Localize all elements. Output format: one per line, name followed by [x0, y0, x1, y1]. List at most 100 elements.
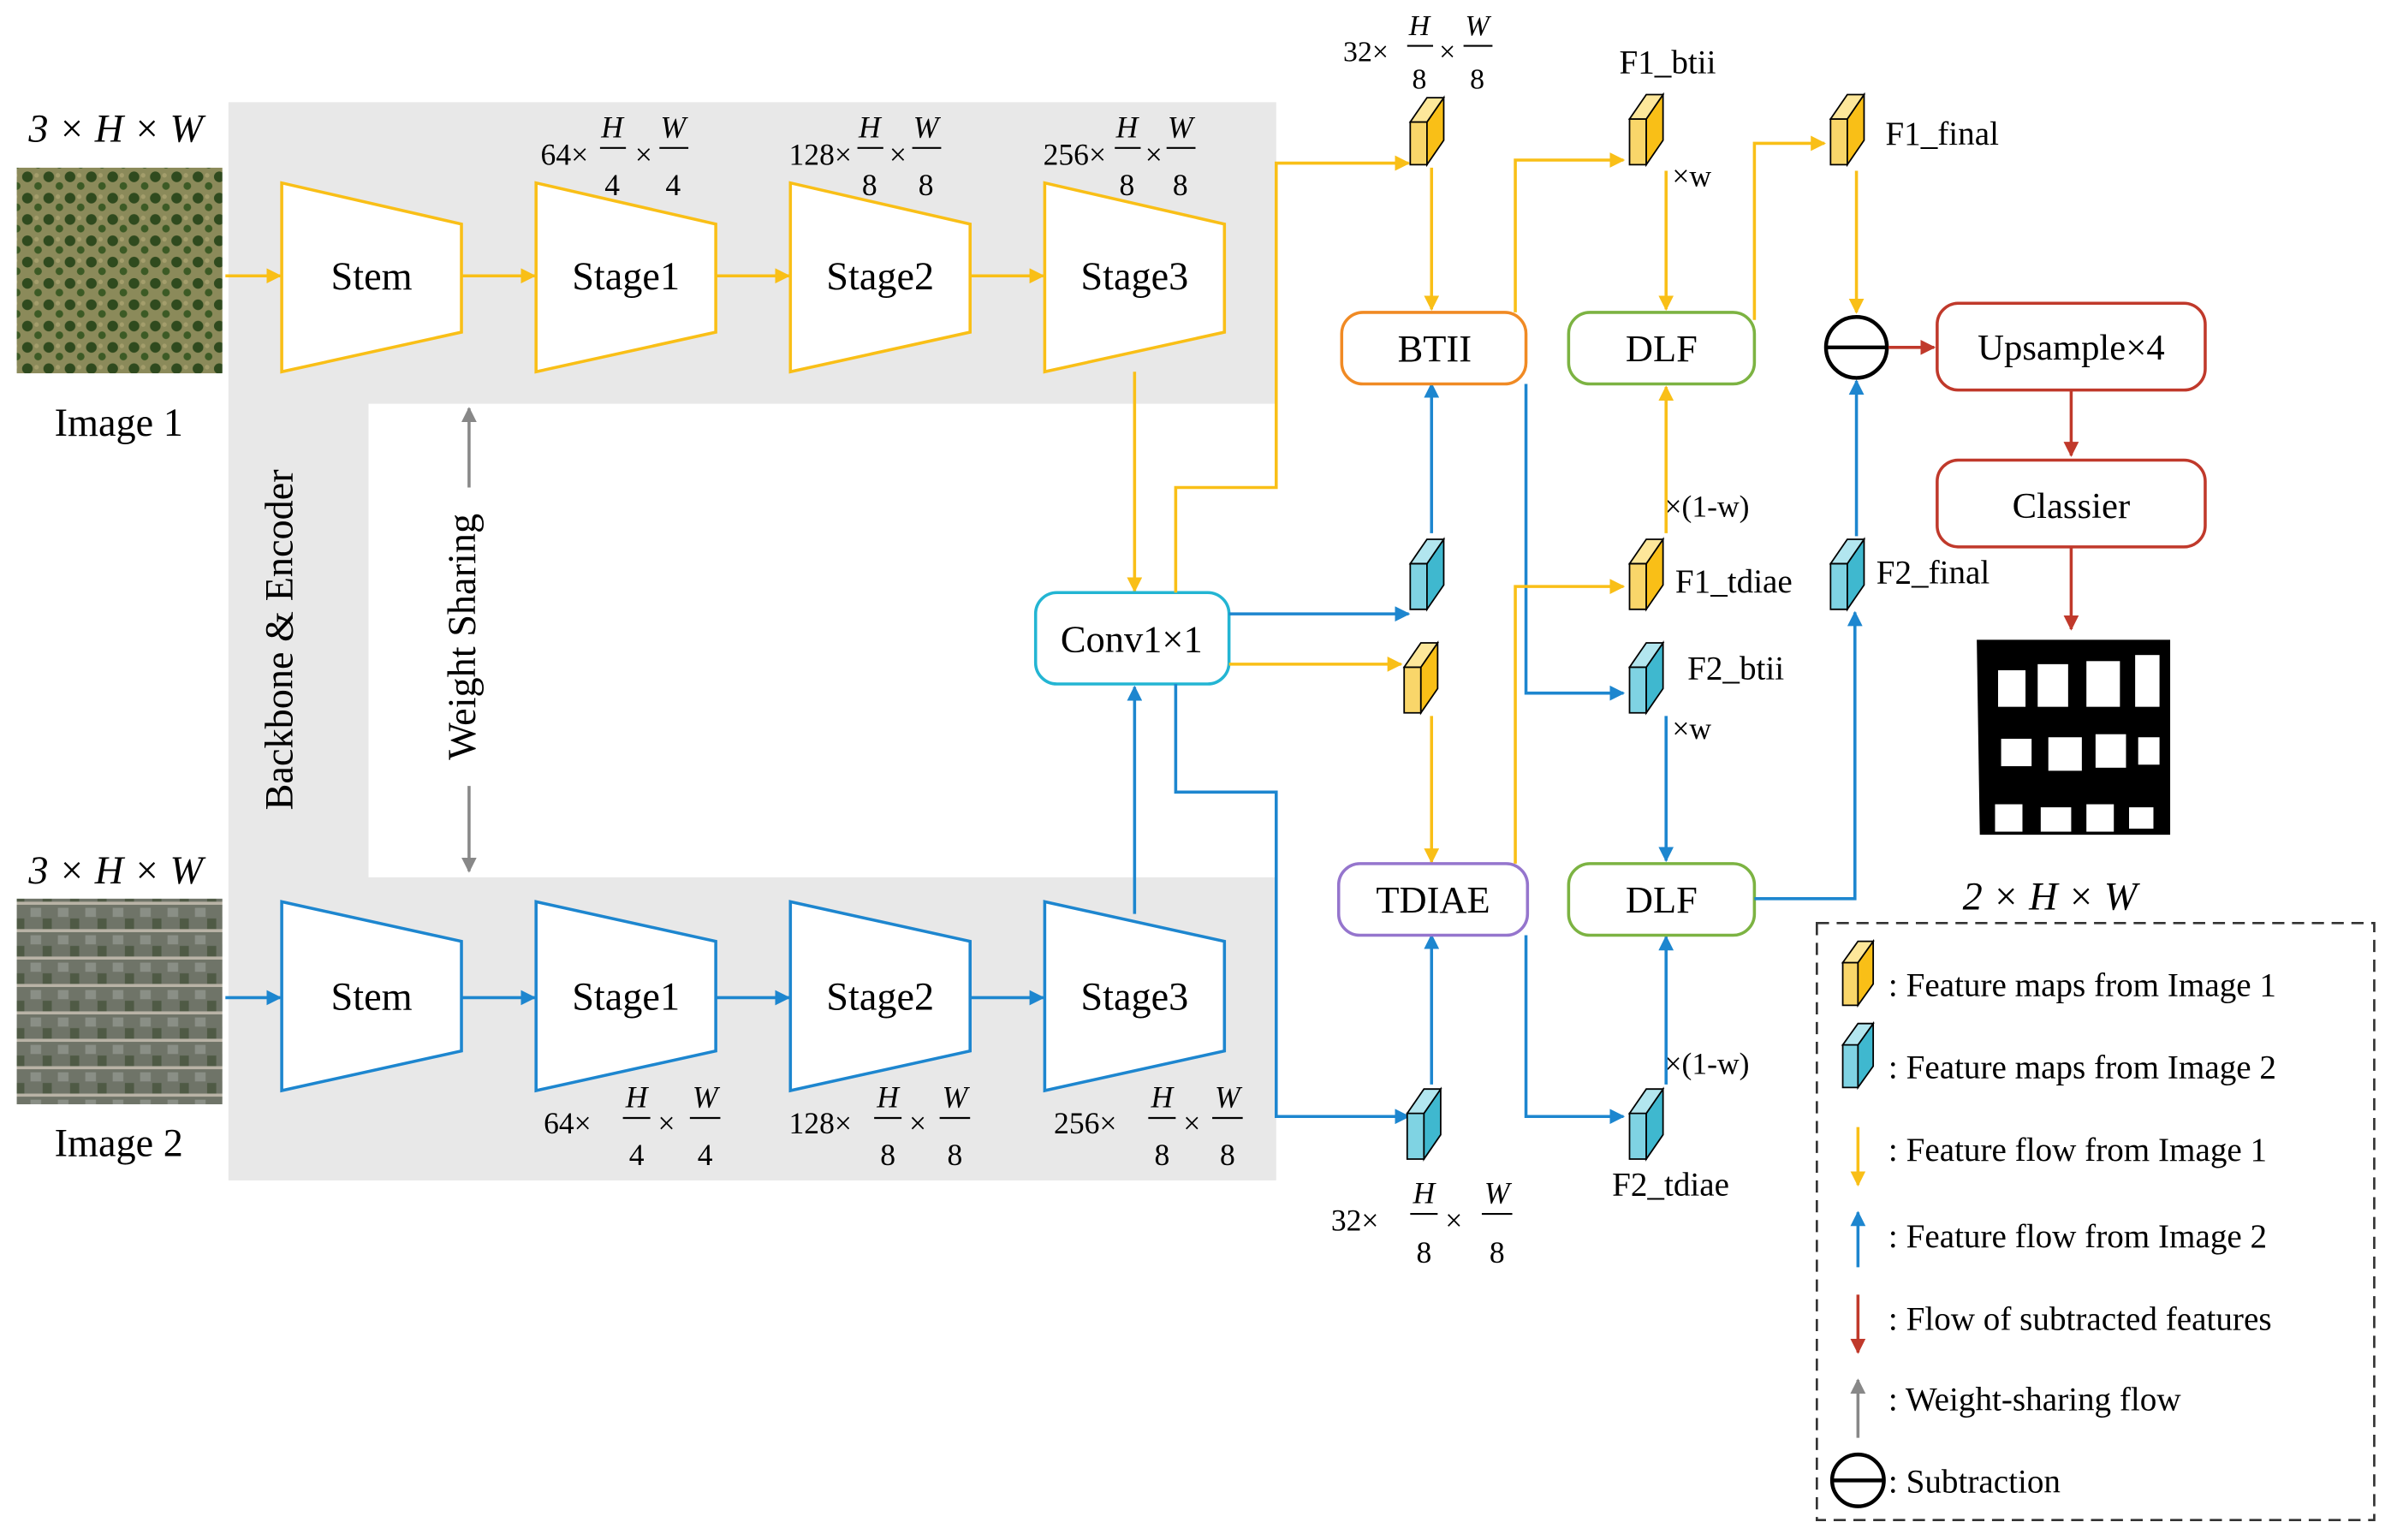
output-change-map: 2 × H × W	[1963, 633, 2174, 919]
change-map-building	[1998, 669, 2026, 707]
cube-top	[1829, 93, 1866, 120]
dims-channel: 256×	[1054, 1106, 1116, 1140]
dims-w-num: W	[1484, 1176, 1513, 1210]
dims-times: ×	[909, 1106, 926, 1140]
dims-stage1-bottom: 64× H 4 × W 4	[544, 1080, 721, 1173]
change-map-building	[2037, 663, 2068, 707]
encoder-panel-background	[228, 102, 1276, 1180]
cube-top	[1627, 538, 1665, 565]
dims-times: ×	[889, 137, 907, 171]
cube-top	[1627, 1088, 1665, 1115]
cube-top	[1627, 93, 1665, 120]
stage2-block-top	[788, 181, 972, 374]
stem-block-top	[280, 181, 463, 374]
cube-top	[1408, 97, 1446, 123]
dims-channel: 256×	[1044, 137, 1106, 171]
cube-top	[1406, 1088, 1442, 1115]
cube-front	[1841, 961, 1859, 1007]
input-image-1: 3 × H × W Image 1	[16, 108, 223, 445]
image2-label: Image 2	[55, 1121, 183, 1165]
legend-item-subtraction: : Subtraction	[1829, 1452, 2061, 1508]
change-map-building	[2135, 655, 2160, 707]
dlf-label: DLF	[1626, 878, 1698, 921]
upsample-label: Upsample×4	[1978, 328, 2165, 368]
legend-label: : Feature maps from Image 2	[1888, 1049, 2276, 1086]
tdiae-box	[1336, 862, 1530, 937]
flow-arrow-image1	[1174, 155, 1411, 593]
dims-h-num: H	[876, 1080, 901, 1115]
flow-arrow-image1	[1514, 152, 1626, 312]
f2-btii-label: F2_btii	[1687, 651, 1784, 687]
dims-w-num: W	[1215, 1080, 1243, 1115]
dims-times: ×	[658, 1106, 675, 1140]
feature-map-image1	[1408, 95, 1446, 168]
dims-w-den: 8	[1490, 1235, 1505, 1269]
dims-h-den: 8	[1120, 168, 1135, 202]
cube-front	[1409, 121, 1428, 166]
cube-front	[1829, 562, 1848, 610]
legend-label: : Feature flow from Image 1	[1888, 1132, 2267, 1168]
dims-channel: 64×	[541, 137, 589, 171]
dims-h-num: H	[625, 1080, 650, 1115]
dims-w-den: 8	[948, 1138, 963, 1172]
legend-label: : Weight-sharing flow	[1888, 1382, 2181, 1418]
dims-conv-top: 32× H 8 × W 8	[1343, 10, 1493, 95]
feature-map-f1-final	[1829, 92, 1866, 168]
cube-top	[1627, 642, 1665, 669]
f1-final-label: F1_final	[1885, 116, 1999, 152]
cube-front	[1406, 1112, 1425, 1160]
dims-h-den: 8	[1416, 1235, 1431, 1269]
flow-arrow-image2	[1174, 683, 1411, 1125]
feature-map-f2-final	[1829, 537, 1866, 612]
legend-item-fm1: : Feature maps from Image 1	[1841, 938, 2276, 1008]
dims-h-den: 8	[1413, 63, 1427, 95]
image2-dims: 3 × H × W	[27, 849, 206, 893]
f2-final-label: F2_final	[1877, 555, 1990, 592]
tdiae-module: TDIAE	[1336, 862, 1530, 937]
tdiae-label: TDIAE	[1376, 878, 1490, 921]
stage3-block-top	[1043, 181, 1227, 374]
conv1x1-module: Conv1×1	[1033, 591, 1231, 686]
cube-front	[1628, 562, 1647, 610]
dims-times: ×	[1439, 36, 1455, 68]
legend: : Feature maps from Image 1 : Feature ma…	[1815, 921, 2376, 1521]
dims-w-den: 8	[919, 168, 934, 202]
dims-times: ×	[635, 137, 652, 171]
change-map-building	[2040, 807, 2072, 832]
stage3-label-bottom: Stage3	[1080, 976, 1188, 1020]
weight-sharing: Weight Sharing	[441, 407, 485, 873]
flow-arrow-image2	[1754, 610, 1863, 901]
dims-h-den: 8	[1154, 1138, 1169, 1172]
feature-map-image2	[1408, 537, 1446, 612]
dims-w-num: W	[693, 1080, 721, 1115]
dlf-module-top: DLF	[1567, 311, 1757, 386]
stem-label-bottom: Stem	[331, 976, 413, 1020]
dims-channel: 128×	[789, 137, 852, 171]
flow-arrow-image2	[1524, 935, 1626, 1125]
image1-label: Image 1	[55, 401, 183, 445]
dims-w-den: 8	[1220, 1138, 1235, 1172]
change-map-building	[2129, 807, 2154, 829]
classifier-label: Classier	[2013, 486, 2131, 526]
dims-h-den: 4	[604, 168, 620, 202]
dims-stage3-top: 256× H 8 × W 8	[1044, 110, 1196, 202]
stage2-label-top: Stage2	[826, 255, 934, 299]
dlf-label: DLF	[1626, 327, 1698, 370]
weight-sharing-label: Weight Sharing	[441, 514, 485, 760]
cube-front	[1628, 118, 1647, 166]
flow-arrow-image2	[1524, 384, 1626, 701]
change-map-building	[2086, 661, 2120, 707]
conv1x1-label: Conv1×1	[1061, 618, 1203, 661]
stage3-block-bottom	[1043, 900, 1227, 1093]
change-map-building	[1995, 804, 2023, 832]
legend-label: : Feature flow from Image 2	[1888, 1218, 2267, 1255]
dlf-box	[1567, 311, 1757, 386]
dims-h-den: 4	[629, 1138, 645, 1172]
btii-module: BTII	[1340, 311, 1528, 386]
legend-label: : Subtraction	[1888, 1464, 2061, 1501]
weight-1mw-label: ×(1-w)	[1664, 1046, 1749, 1080]
weight-w-label: ×w	[1672, 711, 1711, 746]
dims-channel: 64×	[544, 1106, 592, 1140]
dims-h-num: H	[1408, 10, 1431, 42]
